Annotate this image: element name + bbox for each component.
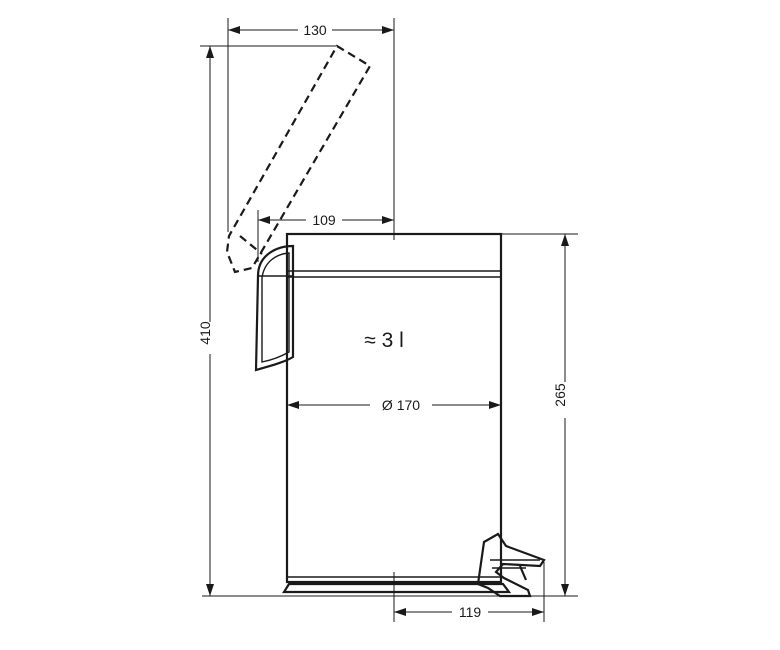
arrow-109-left [258,216,270,224]
bin-base-foot [282,582,512,594]
arrow-109-right [382,216,394,224]
arrow-130-left [228,26,240,34]
dimension-119: 119 [393,562,545,622]
pedal-outline [476,532,546,598]
foot-pedal [476,532,546,598]
capacity-label: ≈ 3 l [364,329,404,352]
dimension-diameter-170: Ø 170 [287,397,501,413]
dimension-109: 109 [257,210,394,262]
open-lid-dashed [225,44,372,274]
arrow-410-bottom [206,584,214,596]
dim-label-119: 119 [459,604,482,620]
arrow-170-left [287,401,299,409]
dim-label-265: 265 [552,383,568,407]
arrow-130-right [382,26,394,34]
arrow-265-top [561,234,569,246]
hinge-outer [254,244,295,372]
dimension-410: 410 [197,45,336,596]
open-lid-outline [225,44,372,274]
arrow-119-left [394,608,406,616]
dim-label-109: 109 [312,212,336,228]
dim-label-170: Ø 170 [382,397,420,413]
arrow-410-top [206,46,214,58]
arrow-170-right [489,401,501,409]
arrow-119-right [532,608,544,616]
arrow-265-bottom [561,584,569,596]
pedal-detail-3 [518,565,528,581]
dimension-265: 265 [501,233,578,596]
lid-hinge [254,244,295,372]
hinge-inner [261,252,290,363]
dim-label-130: 130 [303,22,327,38]
open-lid-dashed-edge [239,235,263,255]
dim-label-410: 410 [197,321,213,345]
dimension-130: 130 [227,18,395,240]
